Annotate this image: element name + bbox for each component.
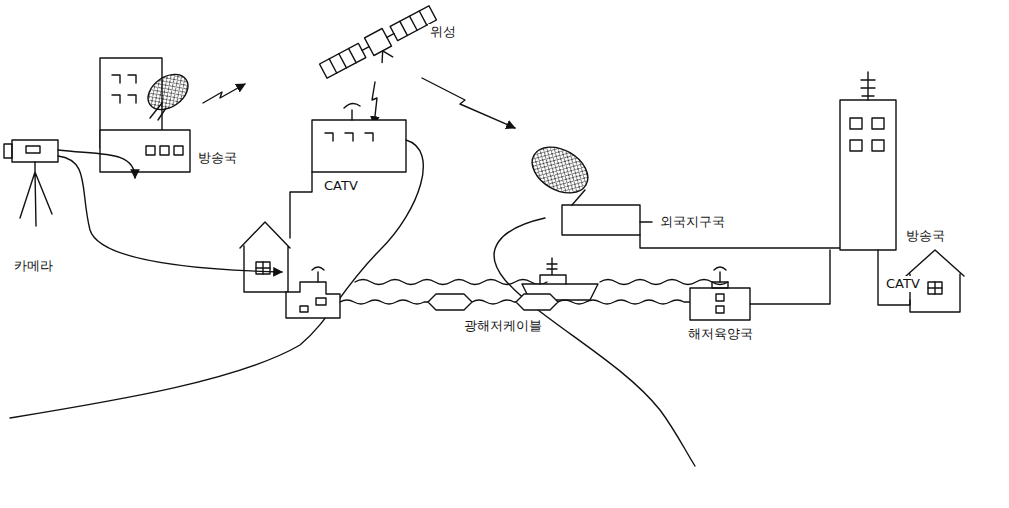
broadcast-station (100, 58, 195, 172)
landing-station (286, 267, 340, 318)
label: 방송국 (196, 150, 239, 166)
radio-link (422, 78, 515, 128)
label: 외국지구국 (658, 214, 727, 230)
coastline (494, 218, 695, 466)
submarine-cable (340, 300, 690, 304)
landing-station (690, 250, 830, 320)
catv-station (240, 103, 406, 292)
label: CATV (884, 276, 922, 292)
repeater (516, 294, 558, 310)
repeater (428, 294, 472, 310)
broadcast-station (840, 72, 964, 312)
label: 위성 (428, 24, 458, 40)
satellite (319, 4, 443, 89)
earth-station (524, 138, 840, 248)
label: CATV (322, 178, 360, 194)
label: 방송국 (904, 228, 947, 244)
radio-link (203, 84, 245, 103)
label: 카메라 (12, 258, 55, 274)
feed-line (58, 150, 135, 178)
feed-line (58, 156, 282, 272)
label: 해저육양국 (686, 326, 755, 342)
camera (4, 140, 58, 226)
label: 광해저케이블 (462, 318, 544, 334)
radio-link (372, 82, 377, 125)
